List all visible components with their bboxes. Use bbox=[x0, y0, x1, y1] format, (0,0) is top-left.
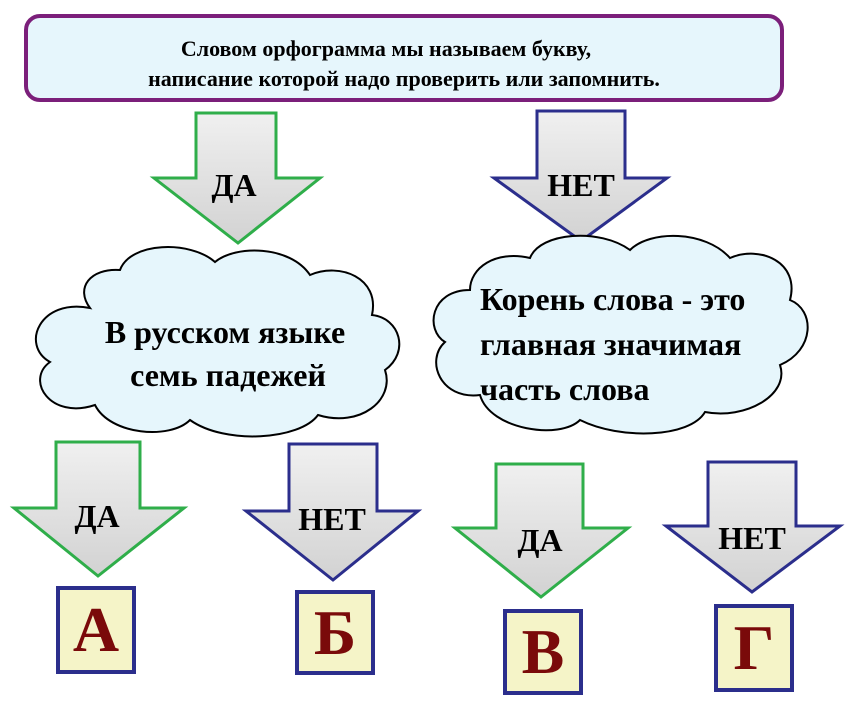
answer-v: В bbox=[503, 609, 583, 695]
definition-line-2: написание которой надо проверить или зап… bbox=[148, 66, 660, 91]
left-cloud-line-2: семь падежей bbox=[130, 357, 326, 393]
right-cloud bbox=[432, 234, 809, 435]
top-no-arrow bbox=[489, 109, 672, 243]
left-yes-arrow bbox=[9, 440, 189, 578]
right-cloud-line-3: часть слова bbox=[480, 371, 650, 407]
left-no-arrow bbox=[241, 442, 423, 582]
right-no-label: НЕТ bbox=[718, 520, 786, 556]
left-yes-label: ДА bbox=[74, 498, 119, 534]
right-no-arrow bbox=[661, 460, 845, 594]
answer-g: Г bbox=[714, 604, 794, 692]
top-no-label: НЕТ bbox=[547, 167, 615, 203]
left-cloud bbox=[34, 246, 401, 438]
right-cloud-line-1: Корень слова - это bbox=[480, 281, 745, 317]
answer-b: Б bbox=[295, 590, 375, 675]
right-yes-arrow bbox=[450, 462, 633, 599]
right-cloud-line-2: главная значимая bbox=[480, 326, 741, 362]
definition-line-1: Словом орфограмма мы называем букву, bbox=[180, 36, 592, 61]
top-yes-arrow bbox=[149, 111, 325, 245]
top-yes-label: ДА bbox=[211, 167, 256, 203]
answer-a: А bbox=[56, 586, 136, 674]
left-cloud-line-1: В русском языке bbox=[105, 314, 345, 350]
definition-box: Словом орфограмма мы называем букву, нап… bbox=[24, 14, 784, 102]
right-yes-label: ДА bbox=[517, 522, 562, 558]
left-no-label: НЕТ bbox=[298, 501, 366, 537]
